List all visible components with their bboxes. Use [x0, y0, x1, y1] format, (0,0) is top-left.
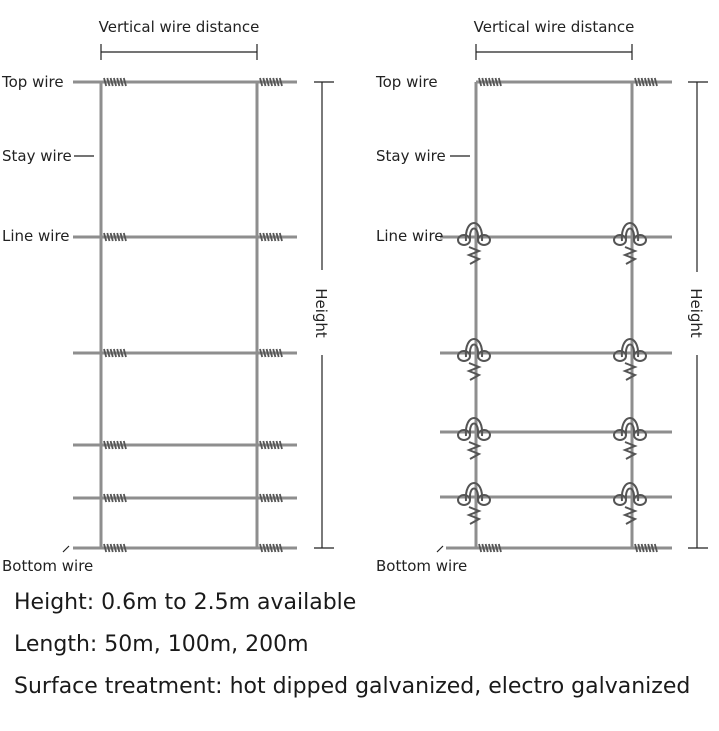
fixed-knot [613, 482, 647, 525]
bottom-wire-label: Bottom wire [2, 557, 93, 575]
twist-joint [259, 440, 283, 450]
top-wire-label: Top wire [1, 73, 64, 91]
fixed-knot [613, 338, 647, 381]
twist-joint [634, 543, 658, 553]
vertical-distance-label: Vertical wire distance [99, 18, 260, 36]
spec-surface: Surface treatment: hot dipped galvanized… [14, 674, 691, 699]
height-label: Height [312, 288, 330, 338]
twist-joint [259, 348, 283, 358]
twist-joint [259, 77, 283, 87]
stay-wire-label: Stay wire [2, 147, 72, 165]
line-wire-label: Line wire [376, 227, 444, 245]
twist-joint [259, 232, 283, 242]
twist-joint [634, 77, 658, 87]
twist-joint [259, 543, 283, 553]
fixed-knot [457, 417, 491, 460]
twist-joint [103, 348, 127, 358]
bottom-wire-pointer [62, 545, 70, 553]
fixed-knot [457, 222, 491, 265]
twist-joint [103, 543, 127, 553]
fixed-knot [457, 482, 491, 525]
top-wire-label: Top wire [375, 73, 438, 91]
vertical-distance-label: Vertical wire distance [474, 18, 635, 36]
twist-joint [259, 493, 283, 503]
diagram-standard: Vertical wire distance Top wire Stay wir… [1, 18, 334, 575]
fixed-knots [457, 222, 647, 525]
twist-joints [103, 77, 283, 553]
vertical-distance-marker [475, 44, 633, 60]
fixed-knot [613, 417, 647, 460]
line-wire-label: Line wire [2, 227, 70, 245]
spec-length: Length: 50m, 100m, 200m [14, 632, 309, 657]
stay-wire-label: Stay wire [376, 147, 446, 165]
twist-joint [478, 543, 502, 553]
height-marker [314, 81, 334, 549]
twist-joint [478, 77, 502, 87]
height-label: Height [687, 288, 705, 338]
bottom-wire-pointer [436, 545, 444, 553]
bottom-wire-label: Bottom wire [376, 557, 467, 575]
height-marker [688, 81, 708, 549]
twist-joints [478, 77, 658, 553]
fixed-knot [613, 222, 647, 265]
spec-height: Height: 0.6m to 2.5m available [14, 590, 357, 615]
vertical-distance-marker [100, 44, 258, 60]
fixed-knot [457, 338, 491, 381]
twist-joint [103, 493, 127, 503]
twist-joint [103, 440, 127, 450]
diagram-knotted: Vertical wire distance Top wire Stay wir… [375, 18, 708, 575]
twist-joint [103, 232, 127, 242]
twist-joint [103, 77, 127, 87]
